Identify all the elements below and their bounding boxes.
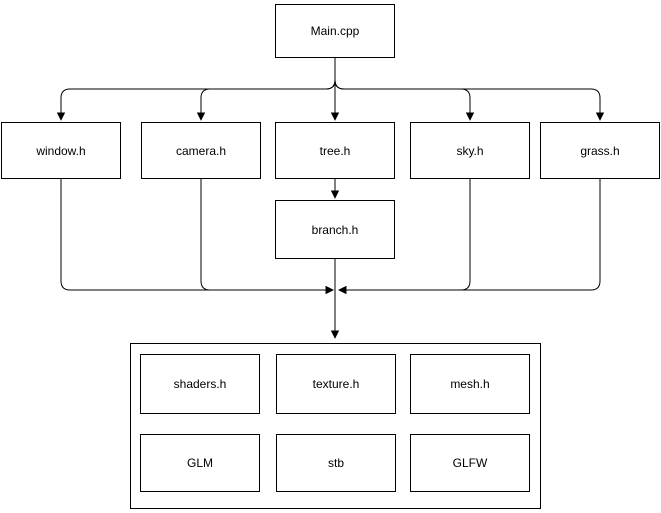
node-shaders-h-label: shaders.h <box>173 377 227 391</box>
edge-main-to-camera <box>196 58 336 121</box>
node-window-h: window.h <box>1 122 121 179</box>
node-stb: stb <box>276 434 396 492</box>
node-mesh-h-label: mesh.h <box>450 377 490 391</box>
node-sky-h-label: sky.h <box>456 143 484 158</box>
node-glfw: GLFW <box>410 434 530 492</box>
edge-grass-to-junction <box>338 179 601 295</box>
node-mesh-h: mesh.h <box>410 354 530 414</box>
node-sky-h: sky.h <box>410 122 530 179</box>
node-texture-h-label: texture.h <box>312 377 360 391</box>
node-stb-label: stb <box>327 456 344 470</box>
node-main-cpp: Main.cpp <box>275 4 395 58</box>
node-glm: GLM <box>140 434 260 492</box>
node-branch-h: branch.h <box>275 200 395 259</box>
edge-camera-to-junction <box>200 179 334 295</box>
node-branch-h-label: branch.h <box>311 222 359 237</box>
node-glfw-label: GLFW <box>452 456 488 470</box>
node-texture-h: texture.h <box>276 354 396 414</box>
node-main-cpp-label: Main.cpp <box>310 24 360 38</box>
edge-window-to-junction <box>60 179 334 295</box>
node-window-h-label: window.h <box>36 143 86 158</box>
node-grass-h: grass.h <box>540 122 660 179</box>
node-camera-h: camera.h <box>141 122 261 179</box>
node-shaders-h: shaders.h <box>140 354 260 414</box>
node-camera-h-label: camera.h <box>175 143 227 158</box>
edge-main-to-grass <box>334 58 605 121</box>
node-glm-label: GLM <box>186 456 213 470</box>
node-tree-h-label: tree.h <box>319 143 351 158</box>
node-tree-h: tree.h <box>275 122 395 179</box>
node-grass-h-label: grass.h <box>580 143 620 158</box>
